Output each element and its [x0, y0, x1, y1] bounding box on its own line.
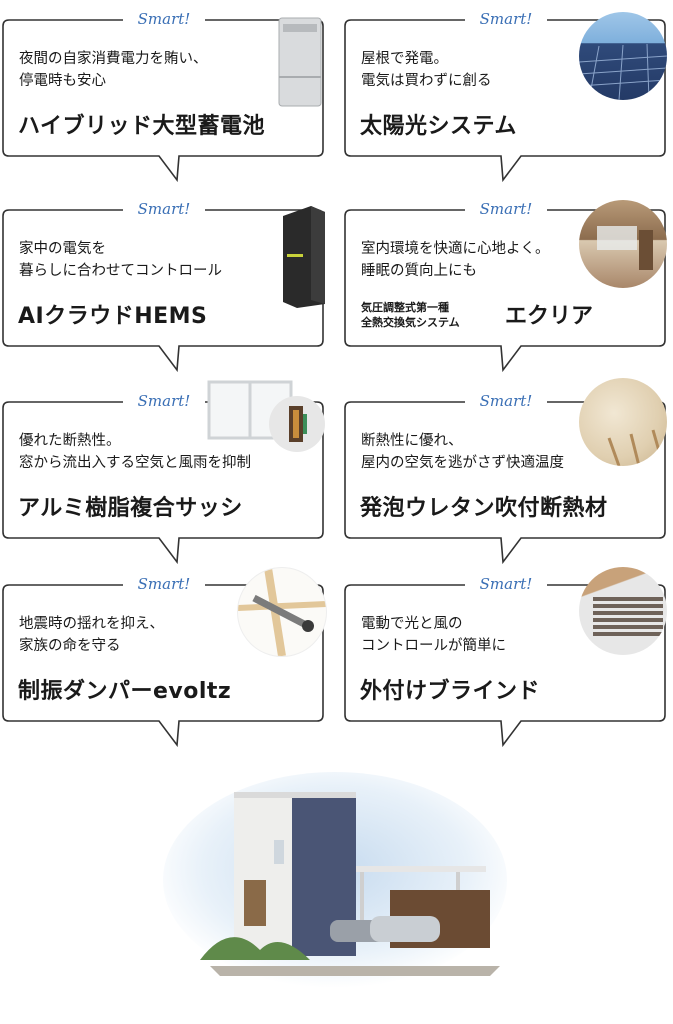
- damper-icon: [237, 567, 327, 657]
- card-description: コントロールが簡単に: [361, 638, 506, 654]
- card-description: 家中の電気を: [19, 241, 106, 257]
- card-description: 屋根で発電。: [361, 51, 448, 67]
- card-description: 優れた断熱性。: [19, 433, 121, 449]
- card-title: 外付けブラインド: [360, 679, 541, 704]
- card-description: 電動で光と風の: [361, 616, 463, 632]
- feature-card-battery: Smart! 夜間の自家消費電力を賄い、停電時も安心 ハイブリッド大型蓄電池: [1, 10, 325, 183]
- feature-card-hems: Smart! 家中の電気を暮らしに合わせてコントロール AIクラウドHEMS: [1, 200, 325, 373]
- insulation-foam-icon: [579, 378, 667, 466]
- speech-bubble-frame: [344, 19, 666, 183]
- card-title: アルミ樹脂複合サッシ: [18, 496, 243, 521]
- solar-panel-icon: [579, 12, 667, 100]
- card-subtitle: 気圧調整式第一種: [361, 301, 449, 314]
- speech-bubble-frame: [344, 209, 666, 373]
- interior-room-icon: [579, 200, 667, 288]
- card-title: 発泡ウレタン吹付断熱材: [360, 496, 608, 521]
- feature-card-ecria: Smart! 室内環境を快適に心地よく。睡眠の質向上にも 気圧調整式第一種全熱交…: [343, 200, 667, 373]
- card-description: 屋内の空気を逃がさず快適温度: [361, 455, 564, 471]
- speech-bubble-frame: [344, 584, 666, 748]
- smart-label: Smart!: [123, 392, 205, 410]
- card-description: 断熱性に優れ、: [361, 433, 463, 449]
- hems-device-icon: [277, 204, 329, 310]
- smart-label: Smart!: [465, 392, 547, 410]
- smart-label: Smart!: [465, 10, 547, 28]
- smart-label: Smart!: [123, 200, 205, 218]
- feature-card-insulation: Smart! 断熱性に優れ、屋内の空気を逃がさず快適温度 発泡ウレタン吹付断熱材: [343, 378, 667, 565]
- card-title: 太陽光システム: [360, 114, 517, 139]
- card-title: ハイブリッド大型蓄電池: [18, 114, 266, 139]
- feature-card-sash: Smart! 優れた断熱性。窓から流出入する空気と風雨を抑制 アルミ樹脂複合サッ…: [1, 380, 325, 565]
- card-description: 睡眠の質向上にも: [361, 263, 477, 279]
- card-description: 電気は買わずに創る: [361, 73, 492, 89]
- house-illustration: [160, 770, 510, 990]
- card-title: AIクラウドHEMS: [18, 304, 208, 329]
- battery-icon: [273, 16, 325, 108]
- feature-card-blind: Smart! 電動で光と風のコントロールが簡単に 外付けブラインド: [343, 567, 667, 748]
- speech-bubble-frame: [2, 401, 324, 565]
- speech-bubble-frame: [2, 19, 324, 183]
- sash-cross-section-icon: [269, 396, 325, 452]
- card-title: エクリア: [505, 304, 594, 329]
- card-description: 暮らしに合わせてコントロール: [19, 263, 222, 279]
- speech-bubble-frame: [344, 401, 666, 565]
- card-description: 室内環境を快適に心地よく。: [361, 241, 550, 257]
- card-title: 制振ダンパーevoltz: [18, 679, 232, 704]
- speech-bubble-frame: [2, 584, 324, 748]
- feature-card-damper: Smart! 地震時の揺れを抑え、家族の命を守る 制振ダンパーevoltz: [1, 567, 327, 748]
- card-description: 家族の命を守る: [19, 638, 121, 654]
- feature-card-solar: Smart! 屋根で発電。電気は買わずに創る 太陽光システム: [343, 10, 667, 183]
- card-description: 窓から流出入する空気と風雨を抑制: [19, 455, 251, 471]
- smart-label: Smart!: [465, 575, 547, 593]
- card-description: 停電時も安心: [19, 73, 106, 89]
- card-description: 地震時の揺れを抑え、: [19, 616, 164, 632]
- smart-label: Smart!: [123, 575, 205, 593]
- external-blind-icon: [579, 567, 667, 655]
- card-subtitle: 全熱交換気システム: [361, 316, 460, 329]
- smart-label: Smart!: [123, 10, 205, 28]
- smart-label: Smart!: [465, 200, 547, 218]
- card-description: 夜間の自家消費電力を賄い、: [19, 51, 208, 67]
